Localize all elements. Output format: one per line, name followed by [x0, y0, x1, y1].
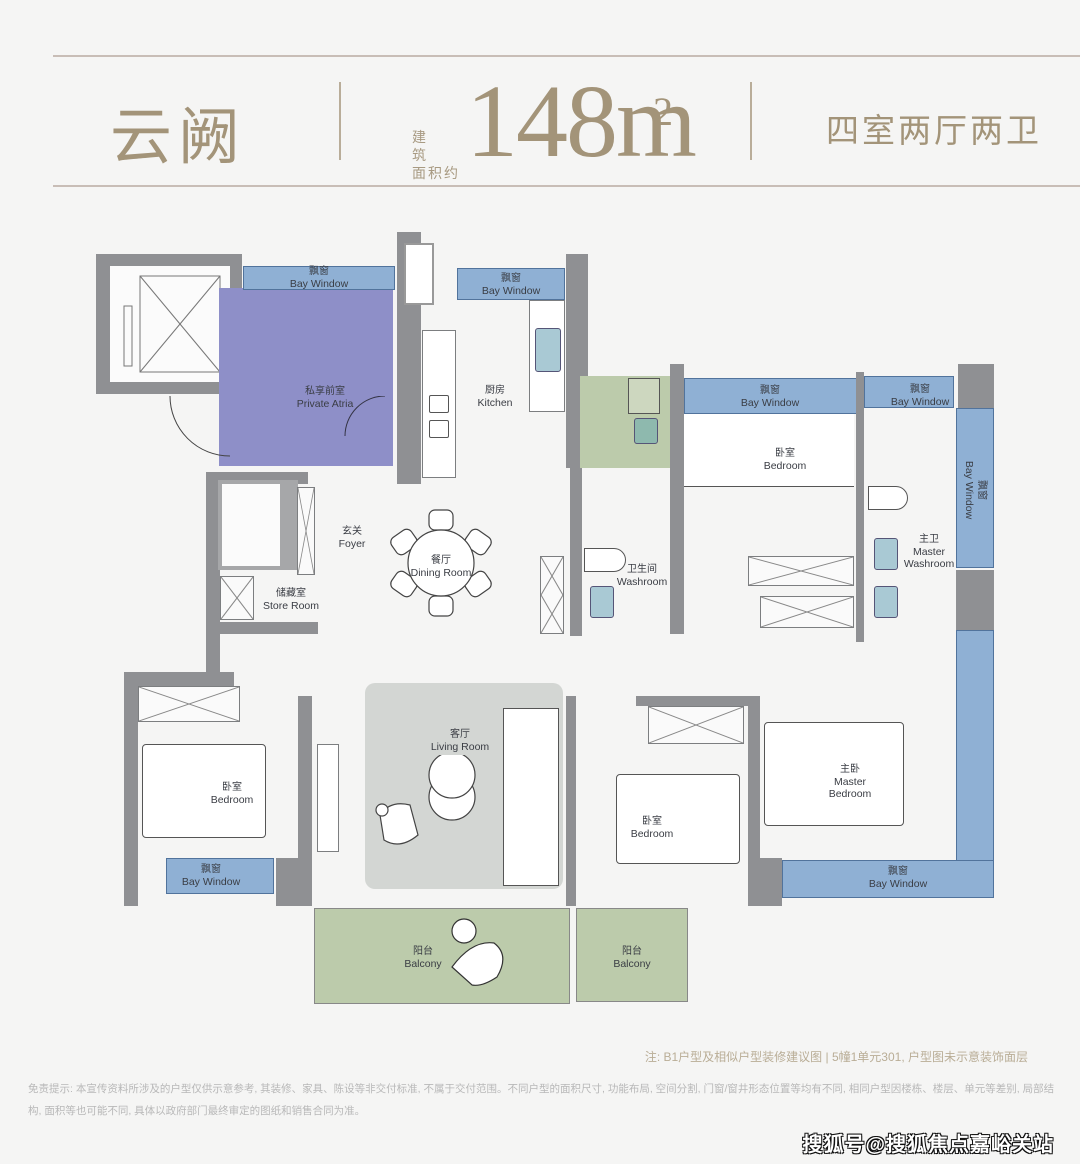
tv-console [317, 744, 339, 852]
header-top-rule [53, 55, 1080, 57]
wall-store-bottom [218, 622, 318, 634]
balcony-chair-icon [451, 918, 504, 986]
bay-window-bedroom-north [684, 378, 860, 414]
master-wash-sink-1 [874, 538, 898, 570]
room-balcony-2 [576, 908, 688, 1002]
store-inner [222, 484, 280, 566]
area-label: 建 筑 面积约 [412, 128, 464, 182]
wall-shaft [404, 243, 434, 305]
sofa [503, 708, 559, 886]
wall-south-bedroom-east [748, 696, 760, 906]
kitchen-sink [535, 328, 561, 372]
bay-window-master-wash [864, 376, 954, 408]
disclaimer-text: 免责提示: 本宣传资料所涉及的户型仅供示意参考, 其装修、家具、陈设等非交付标准… [28, 1083, 1055, 1117]
wall-west-bedroom-east [298, 696, 312, 904]
area-value: 148m [466, 64, 697, 179]
wall-south-bedroom-west [566, 696, 576, 906]
area-label-line2: 面积约 [412, 165, 460, 181]
wardrobe-south [648, 706, 744, 744]
washroom-toilet [584, 548, 626, 572]
bay-window-east-vertical [956, 408, 994, 568]
washroom-sink [590, 586, 614, 618]
elevator-x-icon [123, 275, 221, 373]
wall-west-bedroom-top [124, 672, 234, 686]
header-bottom-rule [53, 185, 1080, 187]
bay-window-kitchen [457, 268, 565, 300]
stove-burner-2 [429, 420, 449, 438]
area-label-line1: 建 筑 [412, 129, 434, 163]
wall-northeast-corner [958, 364, 994, 408]
stove-burner-1 [429, 395, 449, 413]
floor-plan-note: 注: B1户型及相似户型装修建议图 | 5幢1单元301, 户型图未示意装饰面层 [644, 1050, 1028, 1064]
wall-north-bedroom-west [670, 364, 684, 634]
bay-window-west [166, 858, 274, 894]
bay-window-east-lower [956, 630, 994, 898]
header-divider-right [750, 82, 752, 160]
wall-east-mid [956, 570, 994, 630]
wardrobe-west [138, 686, 240, 722]
wall-south-corner [748, 858, 782, 906]
bed-south [616, 774, 740, 864]
wall-master-wash-west [856, 372, 864, 642]
dining-table-icon [390, 509, 492, 617]
wall-west-upper [206, 472, 220, 682]
cabinet-foyer [297, 487, 315, 575]
wall-west-bedroom-corner [276, 858, 312, 906]
wall-west-bedroom [124, 672, 138, 906]
bay-window-south [782, 860, 994, 898]
area-unit-superscript: 2 [653, 89, 673, 134]
header-divider-left [339, 82, 341, 160]
master-wash-sink-2 [874, 586, 898, 618]
wardrobe-north [748, 556, 854, 586]
bed-master [764, 722, 904, 826]
store-shelf [220, 576, 254, 620]
laundry-sink [634, 418, 658, 444]
watermark: 搜狐号@搜狐焦点嘉峪关站 [802, 1134, 1054, 1156]
master-wash-toilet [868, 486, 908, 510]
cabinet-dining-east [540, 556, 564, 634]
wall-south-bedroom-top [636, 696, 756, 706]
room-private-atria [219, 288, 393, 466]
elevator-shaft [110, 266, 230, 382]
wardrobe-master [760, 596, 854, 628]
door-swing-atria [169, 396, 386, 457]
bay-window-atria [243, 266, 395, 290]
washing-machine [628, 378, 660, 414]
room-bedroom-north [684, 414, 854, 487]
coffee-table-icon [375, 755, 476, 845]
project-name: 云阙 [110, 100, 247, 173]
wall-washroom-west [570, 468, 582, 636]
room-balcony-1 [314, 908, 570, 1004]
layout-type: 四室两厅两卫 [826, 112, 1042, 149]
bed-west [142, 744, 266, 838]
